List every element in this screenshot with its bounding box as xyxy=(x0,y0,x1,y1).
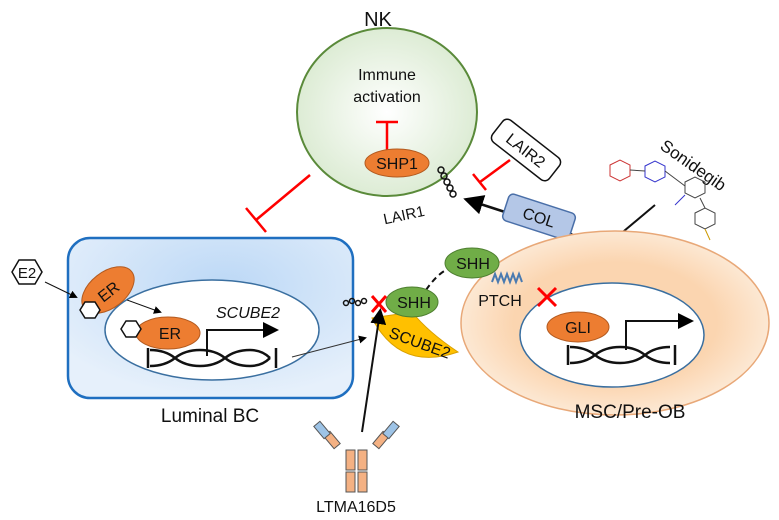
shh-free xyxy=(444,247,500,279)
shh-free-label: SHH xyxy=(456,256,490,273)
antibody-label: LTMA16D5 xyxy=(316,499,396,516)
nk-inhibit-arrow xyxy=(245,174,311,233)
col-to-lair1-arrow xyxy=(463,195,506,215)
ptch-receptor-icon xyxy=(491,271,523,285)
msc-title: MSC/Pre-OB xyxy=(575,402,686,423)
antibody-icon xyxy=(313,420,400,493)
nk-title: NK xyxy=(364,9,392,31)
scube2-secretion-arrow xyxy=(291,335,367,358)
dna-icon xyxy=(146,348,278,368)
shp1-label: SHP1 xyxy=(376,156,418,173)
nk-cell: NK Immune activation SHP1 LAIR1 xyxy=(296,9,478,228)
shh-bound xyxy=(385,286,439,318)
e2-label: E2 xyxy=(18,265,36,282)
immune-label: Immune xyxy=(358,67,416,84)
nk-membrane xyxy=(296,27,478,197)
er-nuc-label: ER xyxy=(159,326,181,343)
luminal-title: Luminal BC xyxy=(161,406,259,427)
ligand-hexagon-nuc-icon xyxy=(120,320,142,338)
lair2-box: LAIR2 xyxy=(490,118,562,182)
scube2-binding-receptor-icon xyxy=(342,297,368,307)
col-box: COL xyxy=(501,193,577,241)
scube2-protein xyxy=(371,311,460,358)
scube2-gene-label: SCUBE2 xyxy=(216,305,280,322)
shp1-inhibit-arrow xyxy=(376,120,398,150)
msc-dna-icon xyxy=(566,345,677,365)
sonidegib-label: Sonidegib xyxy=(657,136,730,195)
lair1-label: LAIR1 xyxy=(382,203,426,228)
msc-cell: GLI MSC/Pre-OB xyxy=(460,230,770,423)
e2-arrow xyxy=(44,281,78,298)
e2-hexagon-icon xyxy=(11,259,43,285)
er-translocation-arrow xyxy=(126,299,162,314)
ptch-label: PTCH xyxy=(478,293,522,310)
activation-label: activation xyxy=(353,89,421,106)
lair2-inhibit-arrow xyxy=(472,158,511,191)
ligand-hexagon-icon xyxy=(79,301,101,319)
block-x-icon-ptch xyxy=(536,286,558,308)
gli-protein xyxy=(546,311,610,343)
luminal-cell: E2 ER ER SCUBE2 Luminal BC xyxy=(11,236,355,427)
shh-dashed-link xyxy=(425,267,453,291)
sonidegib-molecule-icon xyxy=(609,159,716,241)
antibody-arrow xyxy=(361,308,387,433)
gli-label: GLI xyxy=(565,320,591,337)
shh-bound-label: SHH xyxy=(397,295,431,312)
lair1-receptor-icon xyxy=(437,166,457,198)
block-x-icon-luminal xyxy=(370,295,388,313)
shp1-protein xyxy=(364,148,430,178)
transcription-arrow xyxy=(206,322,279,356)
gli-transcription-arrow xyxy=(625,313,694,350)
